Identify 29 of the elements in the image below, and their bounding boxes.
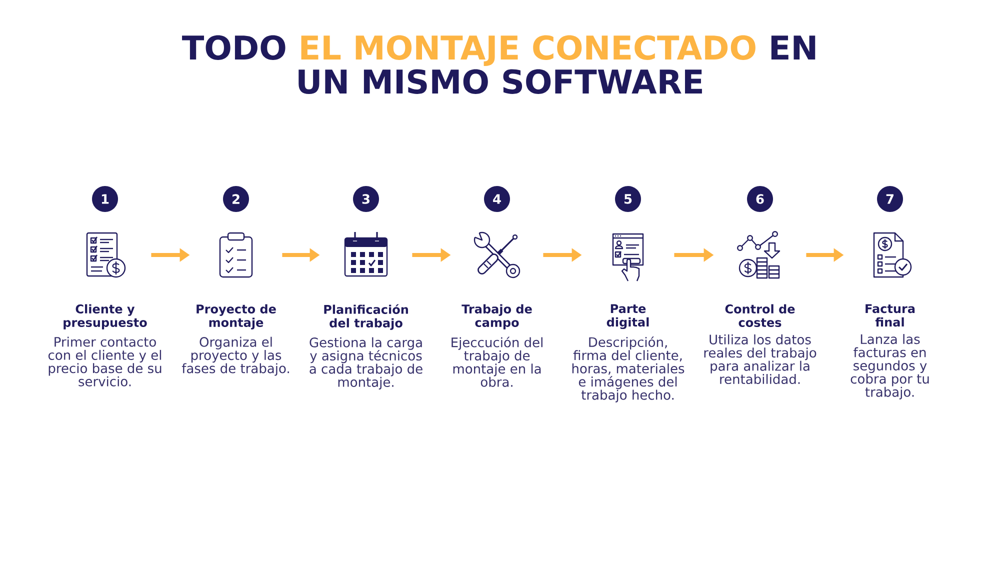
step-heading: Parte digital [606,304,649,330]
step-number: 3 [353,186,379,212]
step-description: Gestiona la carga y asigna técnicos a cada trabajo de montaje. [310,337,422,390]
step-heading: Proyecto de montaje [196,304,276,330]
title: TODO EL MONTAJE CONECTADO EN UN MISMO SOFTWARE [182,35,816,94]
step-number: 6 [747,186,773,212]
step-description: Primer contacto con el cliente y el precio base de su servicio. [48,336,162,386]
invoice-icon [873,232,912,278]
step-description: Ejeccución del trabajo de montaje en la obra. [452,336,542,387]
touch-screen-icon [612,233,644,282]
step-number: 5 [615,186,641,212]
step-description: Organiza el proyecto y las fases de trabajo. [182,336,289,376]
step-heading: Factura final [866,304,915,327]
step-heading: Cliente y presupuesto [64,304,147,330]
step-number: 7 [877,186,903,212]
step-heading: Control de costes [725,304,795,327]
chart-coins-icon [737,231,780,279]
step-number: 1 [92,186,118,212]
step-number: 2 [223,186,249,212]
tools-icon [473,231,520,278]
step-description: Utiliza los datos reales del trabajo para analizar la rentabilidad. [704,334,816,384]
calendar-icon [344,232,388,277]
step-description: Descripción, firma del cliente, horas, materiales e imágenes del trabajo hecho. [572,336,684,402]
clipboard-icon [219,232,253,278]
step-description: Lanza las facturas en segundos y cobra por tu trabajo. [850,334,929,400]
step-heading: Planificación del trabajo [324,304,408,330]
step-heading: Trabajo de campo [462,304,532,330]
step-number: 4 [484,186,510,212]
checklist-coin-icon [86,232,126,278]
